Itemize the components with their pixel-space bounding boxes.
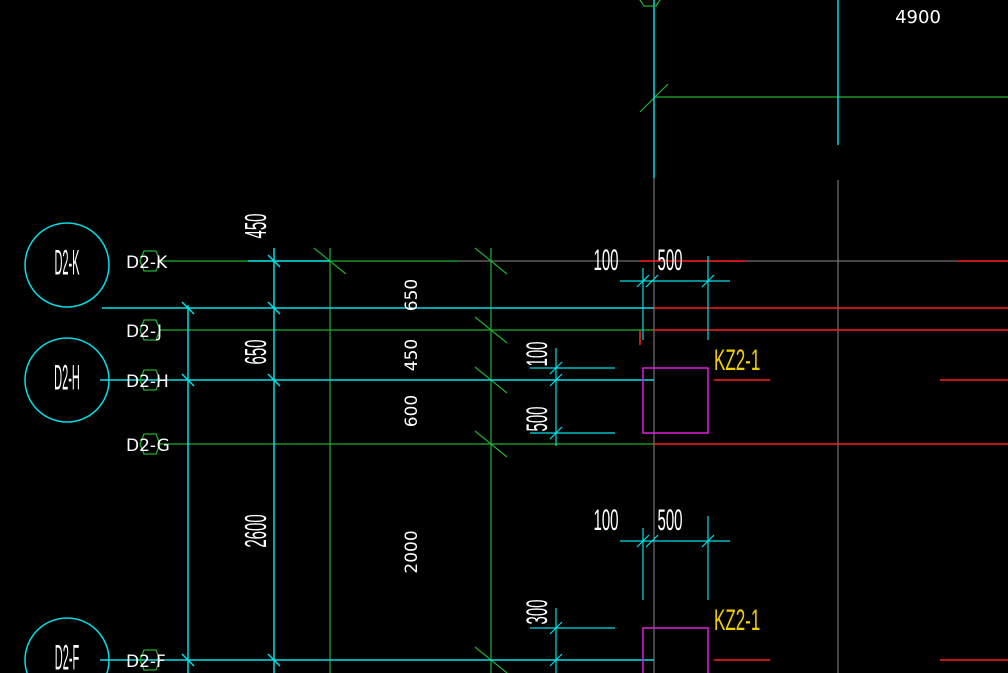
grid-label-d2-k: D2-K [126,253,168,273]
dim-mid-600: 600 [402,395,422,427]
col1-dimension-lines [530,256,730,446]
axis-bubble-f-label: D2-F [55,637,79,673]
column-kz2-1-upper[interactable] [642,367,709,434]
dim-col2-offset-100: 100 [593,505,618,538]
dim-top-right-4900: 4900 [895,7,941,28]
dim-col1-offset-100: 100 [593,245,618,278]
dim-col1-vert-height-500: 500 [522,406,555,431]
dim-col2-vert-offset-300: 300 [522,599,555,624]
axis-bubble-k[interactable]: D2-K [24,222,110,308]
grey-reference-lines [188,0,1008,673]
dim-mid-450: 450 [402,339,422,371]
col2-dimension-lines [530,516,730,673]
cyan-lines [100,0,839,673]
dim-left-450: 450 [239,213,273,238]
grid-label-d2-g: D2-G [126,436,170,456]
column-kz2-1-lower[interactable] [642,627,709,673]
axis-bubble-k-label: D2-K [54,242,79,282]
dim-left-2600: 2600 [239,514,273,547]
grid-label-d2-h: D2-H [126,372,169,392]
grid-label-d2-j: D2-J [126,322,162,342]
dim-mid-2000: 2000 [402,530,422,573]
dim-mid-650: 650 [402,279,422,311]
dim-col1-width-500: 500 [657,245,682,278]
dim-col2-width-500: 500 [657,505,682,538]
grid-hex-markers [139,0,661,671]
axis-bubble-h[interactable]: D2-H [24,337,110,423]
column-tag-upper: KZ2-1 [714,344,760,377]
red-beam-lines [639,260,1008,661]
dim-left-650: 650 [239,339,273,364]
grid-label-d2-f: D2-F [126,652,166,672]
axis-bubble-h-label: D2-H [54,357,80,397]
column-tag-lower: KZ2-1 [714,604,760,637]
axis-bubble-f[interactable]: D2-F [24,617,110,673]
green-grid-lines [160,83,1008,673]
dim-col1-vert-offset-100: 100 [522,341,555,366]
